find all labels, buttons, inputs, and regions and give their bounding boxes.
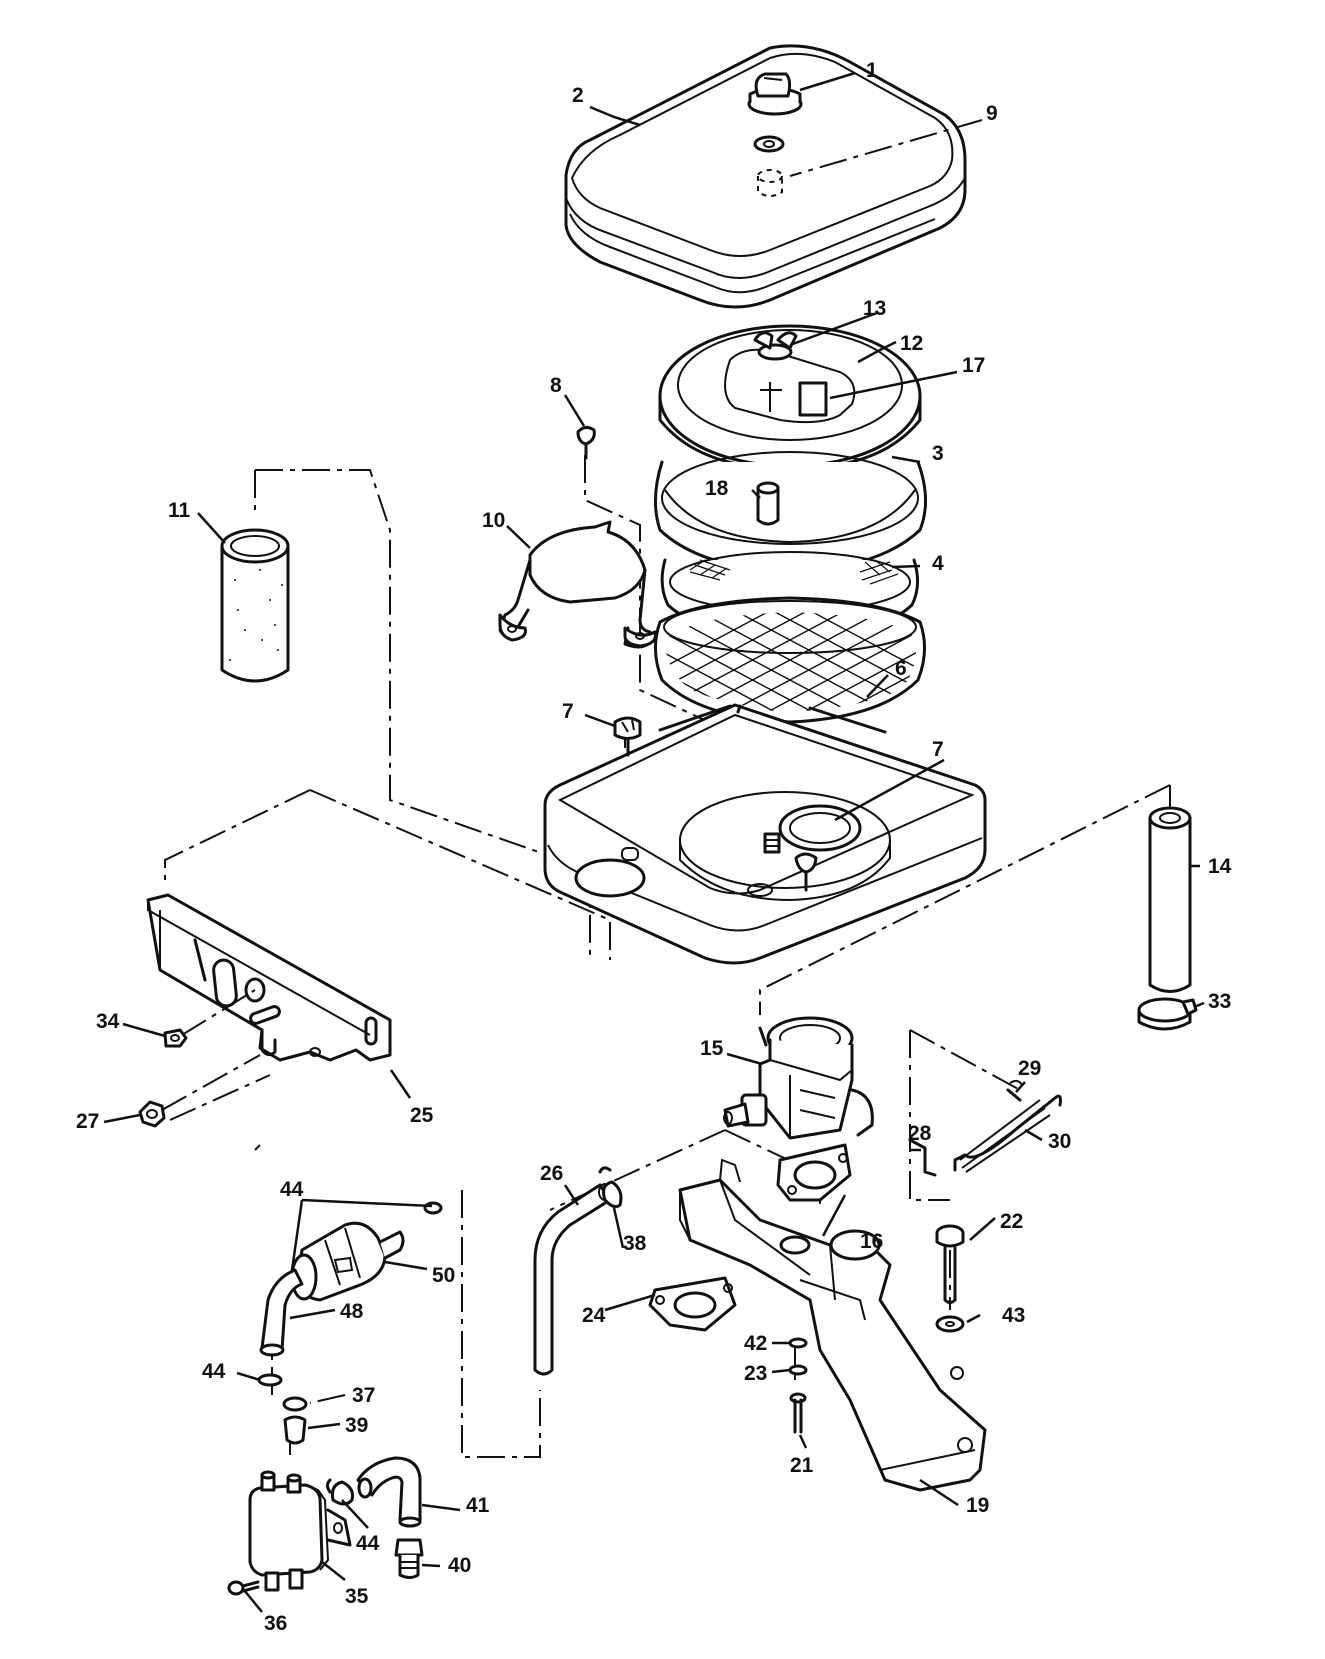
fitting-40-icon — [394, 1538, 424, 1579]
callout-11: 11 — [168, 499, 191, 522]
callout-35: 35 — [345, 1585, 369, 1608]
callout-numbers: 1 2 9 13 12 17 8 3 18 11 10 4 6 7 7 14 3… — [76, 59, 1232, 1635]
callout-3: 3 — [932, 442, 944, 465]
nut-34-icon — [163, 1028, 188, 1048]
callout-16: 16 — [860, 1230, 883, 1253]
callout-29: 29 — [1018, 1057, 1041, 1080]
callout-39: 39 — [345, 1414, 368, 1437]
callout-10: 10 — [482, 509, 505, 532]
stud-icon — [756, 481, 780, 526]
fuel-hose-48 — [259, 1268, 304, 1357]
filter-element-top — [658, 324, 922, 470]
washer-43-icon — [935, 1315, 965, 1333]
callout-17: 17 — [962, 354, 985, 377]
callout-1: 1 — [866, 59, 878, 82]
callout-30: 30 — [1048, 1130, 1071, 1153]
fuel-hose-26 — [533, 1183, 612, 1376]
hose-clamp-icon — [1137, 997, 1198, 1031]
callout-18: 18 — [705, 477, 729, 500]
callout-41: 41 — [466, 1494, 490, 1517]
callout-4: 4 — [932, 552, 944, 575]
callout-19: 19 — [966, 1494, 989, 1517]
callout-40: 40 — [448, 1554, 471, 1577]
screw-21-icon — [789, 1392, 807, 1434]
fuel-pump — [248, 1470, 352, 1592]
callout-23: 23 — [744, 1362, 767, 1385]
set-screw-icon — [763, 832, 781, 854]
callout-2: 2 — [572, 84, 584, 107]
vertical-tube — [1148, 806, 1192, 993]
hidden-nut-icon — [757, 169, 783, 197]
callout-48: 48 — [340, 1300, 364, 1323]
wing-nut-icon — [747, 72, 803, 116]
callout-13: 13 — [863, 297, 886, 320]
screw-36-icon — [227, 1580, 260, 1596]
bolt-22-icon — [935, 1224, 965, 1304]
gasket-16-icon — [776, 1143, 852, 1202]
sleeve-tube — [220, 528, 290, 683]
washer-icon — [753, 135, 785, 153]
support-bracket — [498, 520, 657, 649]
callout-14: 14 — [1208, 855, 1232, 878]
callout-24: 24 — [582, 1304, 606, 1327]
callout-44a: 44 — [280, 1178, 304, 1201]
screw-7a-icon — [613, 716, 642, 757]
mounting-plate — [146, 893, 392, 1062]
fuel-hose-41 — [356, 1456, 422, 1528]
air-cleaner-cover — [564, 44, 967, 309]
mesh-patch — [689, 559, 899, 585]
callout-37: 37 — [352, 1384, 375, 1407]
nut-27-icon — [138, 1100, 166, 1128]
callout-27: 27 — [76, 1110, 99, 1133]
washer-23-icon — [788, 1364, 808, 1376]
throttle-linkage — [908, 1079, 1062, 1177]
callout-12: 12 — [900, 332, 923, 355]
intake-manifold — [678, 1158, 987, 1492]
carburetor — [723, 1016, 874, 1140]
callout-21: 21 — [790, 1454, 814, 1477]
prefilter-screen — [654, 551, 926, 724]
callout-38: 38 — [623, 1232, 647, 1255]
callout-25: 25 — [410, 1104, 434, 1127]
callout-8: 8 — [550, 374, 562, 397]
callout-9: 9 — [986, 102, 998, 125]
callout-22: 22 — [1000, 1210, 1023, 1233]
callout-50: 50 — [432, 1264, 455, 1287]
gasket-24-icon — [648, 1276, 737, 1332]
clamp-44a-icon — [423, 1201, 443, 1215]
callout-42: 42 — [744, 1332, 767, 1355]
callout-26: 26 — [540, 1162, 563, 1185]
lockwasher-42-icon — [788, 1337, 808, 1349]
callout-28: 28 — [908, 1122, 932, 1145]
screw-7b-icon — [794, 852, 818, 892]
hose-clamp-38-icon — [598, 1166, 623, 1209]
clamp-44b-icon — [257, 1373, 283, 1387]
bolt-8-icon — [576, 425, 596, 460]
callout-36: 36 — [264, 1612, 287, 1635]
callout-44c: 44 — [356, 1532, 380, 1555]
clamp-37-icon — [282, 1396, 308, 1412]
fuel-filter — [290, 1221, 405, 1302]
leader-lines — [103, 71, 1205, 1613]
callout-7a: 7 — [562, 700, 574, 723]
callout-43: 43 — [1002, 1304, 1025, 1327]
callout-7b: 7 — [932, 738, 944, 761]
wing-nut-13-icon — [753, 331, 798, 361]
clamp-44c-icon — [326, 1478, 354, 1506]
filter-element-band — [653, 451, 928, 574]
callout-44b: 44 — [202, 1360, 226, 1383]
plug-39-icon — [283, 1415, 307, 1445]
callout-15: 15 — [700, 1037, 724, 1060]
callout-33: 33 — [1208, 990, 1231, 1013]
callout-34: 34 — [96, 1010, 120, 1033]
callout-6: 6 — [895, 657, 907, 680]
